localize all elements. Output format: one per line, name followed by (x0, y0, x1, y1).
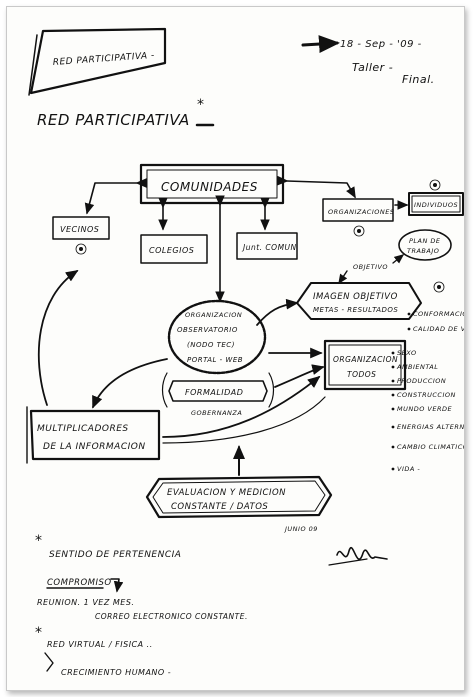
svg-text:METAS - RESULTADOS: METAS - RESULTADOS (313, 306, 398, 314)
svg-text:Junt. COMUN: Junt. COMUN (241, 243, 297, 252)
node-individuos: INDIVIDUOS (408, 179, 464, 216)
svg-text:TRABAJO: TRABAJO (407, 247, 439, 255)
node-colegios: COLEGIOS (140, 234, 208, 264)
node-plan-trabajo: PLAN DE TRABAJO (398, 229, 452, 261)
svg-text:SENTIDO DE PERTENENCIA: SENTIDO DE PERTENENCIA (49, 550, 181, 560)
svg-text:CALIDAD DE VIDA: CALIDAD DE VIDA (413, 325, 464, 333)
final-text: Final. (402, 73, 435, 86)
svg-text:IMAGEN OBJETIVO: IMAGEN OBJETIVO (313, 292, 398, 302)
network-diagram: RED PARTICIPATIVA - 18 - Sep - '09 - Tal… (26, 27, 464, 677)
bullet-list: CONFORMACION CALIDAD DE VIDA SEXO AMBIEN… (391, 310, 464, 473)
svg-text:CRECIMIENTO HUMANO -: CRECIMIENTO HUMANO - (61, 668, 171, 677)
svg-text:COMPROMISO: COMPROMISO (47, 578, 112, 588)
svg-text:AMBIENTAL: AMBIENTAL (396, 363, 438, 371)
svg-text:ORGANIZACION: ORGANIZACION (333, 355, 398, 364)
svg-text:EVALUACION Y MEDICION: EVALUACION Y MEDICION (167, 488, 286, 498)
svg-text:INDIVIDUOS: INDIVIDUOS (414, 201, 458, 209)
svg-text:FORMALIDAD: FORMALIDAD (185, 388, 243, 397)
svg-text:GOBERNANZA: GOBERNANZA (191, 409, 242, 417)
svg-text:PRODUCCION: PRODUCCION (397, 377, 446, 385)
asterisk-mark: * (197, 97, 205, 113)
svg-text:VECINOS: VECINOS (60, 225, 99, 234)
node-juntas: Junt. COMUN (236, 232, 298, 260)
node-formalidad: FORMALIDAD GOBERNANZA (161, 372, 275, 417)
svg-text:TODOS: TODOS (347, 370, 376, 379)
svg-text:COLEGIOS: COLEGIOS (149, 246, 194, 255)
svg-text:ENERGIAS ALTERNATIVAS: ENERGIAS ALTERNATIVAS (397, 423, 464, 431)
svg-text:MULTIPLICADORES: MULTIPLICADORES (37, 424, 129, 434)
signature (328, 547, 388, 566)
svg-text:PLAN DE: PLAN DE (409, 237, 441, 245)
node-vecinos: VECINOS (52, 216, 110, 255)
svg-text:REUNION. 1 VEZ MES.: REUNION. 1 VEZ MES. (37, 598, 134, 607)
svg-text:(NODO TEC): (NODO TEC) (187, 341, 235, 349)
svg-text:SEXO: SEXO (397, 349, 417, 357)
header-banner: RED PARTICIPATIVA - (28, 27, 167, 96)
svg-text:RED VIRTUAL / FISICA ..: RED VIRTUAL / FISICA .. (47, 640, 153, 649)
notes-asterisk-2: * (35, 625, 43, 641)
notes: * SENTIDO DE PERTENENCIA COMPROMISO REUN… (35, 533, 248, 677)
node-organizacion-todos: ORGANIZACION TODOS (323, 339, 407, 391)
svg-text:PORTAL - WEB: PORTAL - WEB (187, 356, 243, 364)
objetivo-label: OBJETIVO (353, 263, 388, 271)
node-imagen-objetivo: IMAGEN OBJETIVO METAS - RESULTADOS (296, 282, 422, 320)
svg-text:DE LA INFORMACION: DE LA INFORMACION (43, 442, 146, 452)
node-comunidades: COMUNIDADES (139, 163, 285, 205)
date-text: 18 - Sep - '09 - (340, 39, 422, 50)
page-title: RED PARTICIPATIVA * (37, 97, 215, 129)
taller-text: Taller - (352, 61, 393, 74)
svg-text:MUNDO VERDE: MUNDO VERDE (397, 405, 452, 413)
svg-text:CONSTANTE / DATOS: CONSTANTE / DATOS (171, 502, 268, 512)
notes-asterisk-1: * (35, 533, 43, 549)
title-text: RED PARTICIPATIVA (37, 111, 190, 129)
header-date: 18 - Sep - '09 - Taller - Final. (301, 35, 435, 86)
svg-text:CORREO ELECTRONICO CONSTANTE: CORREO ELECTRONICO CONSTANTE. (95, 612, 248, 621)
svg-text:ORGANIZACIONES: ORGANIZACIONES (328, 208, 394, 216)
svg-text:OBSERVATORIO: OBSERVATORIO (177, 326, 238, 334)
node-multiplicadores: MULTIPLICADORES DE LA INFORMACION (26, 406, 161, 464)
sketch-sheet: RED PARTICIPATIVA - 18 - Sep - '09 - Tal… (6, 6, 465, 691)
svg-text:CAMBIO CLIMATICO: CAMBIO CLIMATICO (397, 443, 464, 451)
node-organizacion-center: ORGANIZACION OBSERVATORIO (NODO TEC) POR… (167, 299, 267, 375)
svg-text:CONFORMACION: CONFORMACION (413, 310, 464, 318)
banner-text: RED PARTICIPATIVA - (53, 51, 156, 68)
svg-text:JUNIO 09: JUNIO 09 (283, 525, 318, 533)
node-organizaciones: ORGANIZACIONES (322, 198, 394, 237)
svg-text:ORGANIZACION: ORGANIZACION (185, 311, 242, 319)
node-evaluacion: EVALUACION Y MEDICION CONSTANTE / DATOS … (145, 475, 333, 533)
comunidades-label: COMUNIDADES (161, 180, 258, 194)
svg-text:VIDA -: VIDA - (397, 465, 420, 473)
svg-text:CONSTRUCCION: CONSTRUCCION (397, 391, 456, 399)
